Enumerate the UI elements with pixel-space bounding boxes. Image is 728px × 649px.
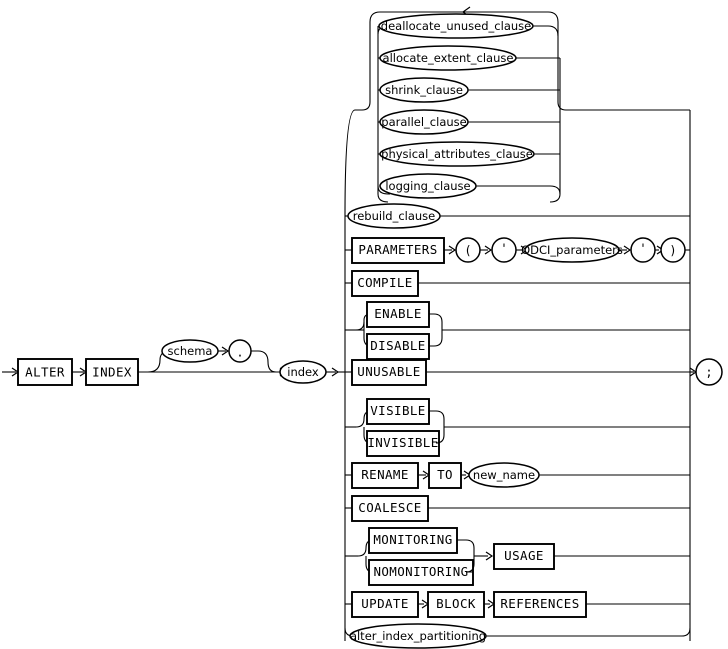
- connector-alter-index: [72, 367, 88, 377]
- nonterminal-new-name-label: new_name: [473, 468, 535, 482]
- keyword-monitoring-label: MONITORING: [373, 532, 452, 547]
- keyword-update-label: UPDATE: [361, 596, 409, 611]
- branch-shrink-clause: shrink_clause: [378, 77, 560, 103]
- keyword-references-label: REFERENCES: [500, 596, 579, 611]
- keyword-index-label: INDEX: [92, 365, 132, 380]
- punct-lparen-label: (: [464, 244, 471, 258]
- nonterminal-logging-clause-label: logging_clause: [385, 179, 470, 193]
- nonterminal-parallel-clause-label: parallel_clause: [381, 115, 466, 129]
- branch-rebuild-clause: rebuild_clause: [345, 203, 690, 229]
- branch-enable-disable: ENABLE DISABLE: [345, 301, 690, 360]
- keyword-rename-label: RENAME: [361, 467, 409, 482]
- punct-quote-open-label: ': [500, 242, 507, 256]
- branch-unusable: UNUSABLE: [345, 359, 690, 386]
- nonterminal-odci-parameters-label: ODCI_parameters: [521, 243, 623, 257]
- punct-quote-close-label: ': [639, 242, 646, 256]
- terminator-semicolon-label: ;: [705, 366, 712, 380]
- nonterminal-index-label: index: [287, 365, 319, 379]
- branch-coalesce: COALESCE: [345, 495, 690, 522]
- keyword-nomonitoring-label: NOMONITORING: [373, 564, 468, 579]
- nonterminal-shrink-clause-label: shrink_clause: [385, 83, 463, 97]
- nonterminal-deallocate-unused-clause-label: deallocate_unused_clause: [381, 19, 531, 33]
- branch-alter-index-partitioning: alter_index_partitioning: [344, 623, 691, 649]
- branch-deallocate-unused-clause: deallocate_unused_clause: [377, 13, 559, 39]
- terminator-semicolon: ;: [695, 358, 723, 386]
- nonterminal-alter-index-partitioning-label: alter_index_partitioning: [350, 629, 486, 643]
- keyword-to-label: TO: [437, 467, 453, 482]
- nonterminal-index: index: [279, 360, 345, 384]
- keyword-compile-label: COMPILE: [357, 275, 412, 290]
- branch-compile: COMPILE: [345, 270, 690, 297]
- keyword-block-label: BLOCK: [436, 596, 476, 611]
- nonterminal-allocate-extent-clause-label: allocate_extent_clause: [383, 51, 514, 65]
- branch-parallel-clause: parallel_clause: [378, 109, 560, 135]
- branch-update-block-references: UPDATE BLOCK REFERENCES: [345, 591, 690, 618]
- branch-logging-clause: logging_clause: [377, 173, 561, 199]
- branch-allocate-extent-clause: allocate_extent_clause: [378, 45, 560, 71]
- keyword-index: INDEX: [85, 358, 139, 386]
- branch-monitoring-usage: MONITORING NOMONITORING USAGE: [345, 527, 690, 586]
- nonterminal-schema-label: schema: [168, 344, 213, 358]
- branch-rename-to: RENAME TO new_name: [345, 462, 690, 489]
- schema-optional-branch: schema .: [147, 339, 277, 373]
- keyword-disable-label: DISABLE: [370, 338, 425, 353]
- keyword-invisible-label: INVISIBLE: [367, 435, 438, 450]
- keyword-enable-label: ENABLE: [374, 306, 422, 321]
- nonterminal-rebuild-clause-label: rebuild_clause: [353, 209, 436, 223]
- keyword-coalesce-label: COALESCE: [358, 500, 421, 515]
- keyword-visible-label: VISIBLE: [370, 403, 425, 418]
- nonterminal-physical-attributes-clause-label: physical_attributes_clause: [381, 147, 533, 161]
- choice-left-rail-upper: [344, 109, 362, 217]
- keyword-usage-label: USAGE: [504, 548, 544, 563]
- punct-dot-label: .: [236, 346, 243, 360]
- keyword-parameters-label: PARAMETERS: [358, 242, 437, 257]
- start-rail: [2, 367, 20, 377]
- branch-visible-invisible: VISIBLE INVISIBLE: [345, 398, 690, 457]
- branch-physical-attributes-clause: physical_attributes_clause: [378, 141, 560, 167]
- keyword-alter: ALTER: [17, 358, 73, 386]
- punct-rparen-label: ): [669, 244, 676, 258]
- storage-group-inner-rails: [377, 26, 561, 203]
- keyword-unusable-label: UNUSABLE: [357, 364, 420, 379]
- branch-parameters: PARAMETERS ( ' ODCI_parameters ' ): [345, 237, 690, 264]
- keyword-alter-label: ALTER: [25, 365, 65, 380]
